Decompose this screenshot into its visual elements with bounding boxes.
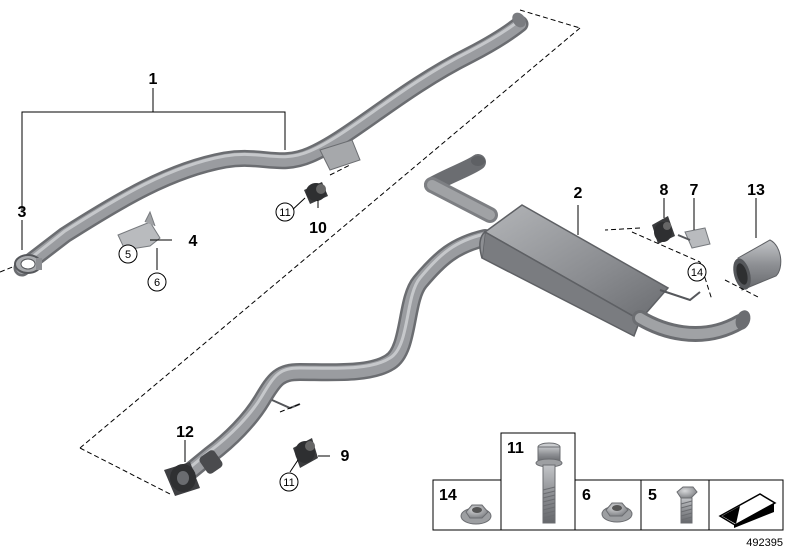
circled-callout-5: 5: [118, 244, 138, 264]
circled-callout-6: 6: [147, 272, 167, 292]
bracket-part-7: [677, 227, 711, 249]
circled-callout-11-top: 11: [275, 202, 295, 222]
legend-label-5: 5: [648, 487, 657, 504]
tailpipe-trim-part-13: [733, 239, 782, 291]
leader-lines: [21, 197, 757, 473]
legend-label-11: 11: [507, 440, 524, 457]
short-bolt-icon: [676, 486, 698, 524]
legend-label-14: 14: [439, 487, 457, 504]
assembly-outline: [0, 9, 761, 495]
legend-box-5: [640, 479, 710, 531]
callout-8: 8: [660, 182, 669, 199]
svg-text:11: 11: [283, 477, 294, 489]
bracket-part-4: [117, 210, 161, 251]
rubber-mount-part-9: [293, 438, 318, 468]
callout-12: 12: [176, 424, 194, 441]
svg-text:11: 11: [279, 207, 290, 219]
callout-13: 13: [747, 182, 765, 199]
callout-2: 2: [574, 185, 583, 202]
clamp-part-12: [164, 450, 223, 496]
callout-9: 9: [341, 448, 350, 465]
rear-silencer-part-2: [173, 154, 751, 487]
callout-4: 4: [189, 233, 198, 250]
legend-label-6: 6: [582, 487, 591, 504]
front-pipe-part-1: [13, 12, 529, 277]
circled-callout-11-bottom: 11: [279, 472, 299, 492]
circled-callout-14: 14: [687, 262, 707, 282]
callout-10: 10: [309, 220, 327, 237]
svg-text:5: 5: [125, 249, 131, 261]
callout-7: 7: [690, 182, 699, 199]
callout-3: 3: [18, 204, 27, 221]
rubber-mount-part-8: [652, 216, 675, 244]
reference-number: 492395: [746, 537, 783, 549]
fastener-legend: 14 11 6: [432, 432, 784, 531]
hex-nut-icon: [601, 502, 633, 523]
part-1-bracket: [21, 88, 286, 210]
rubber-mount-part-10: [304, 182, 328, 204]
svg-text:6: 6: [154, 277, 160, 289]
clamp-part-3: [14, 254, 42, 274]
direction-arrow-icon: [718, 493, 777, 528]
flange-nut-icon: [460, 504, 492, 525]
callout-1: 1: [149, 71, 158, 88]
long-bolt-icon: [535, 442, 563, 524]
svg-text:14: 14: [691, 267, 703, 279]
